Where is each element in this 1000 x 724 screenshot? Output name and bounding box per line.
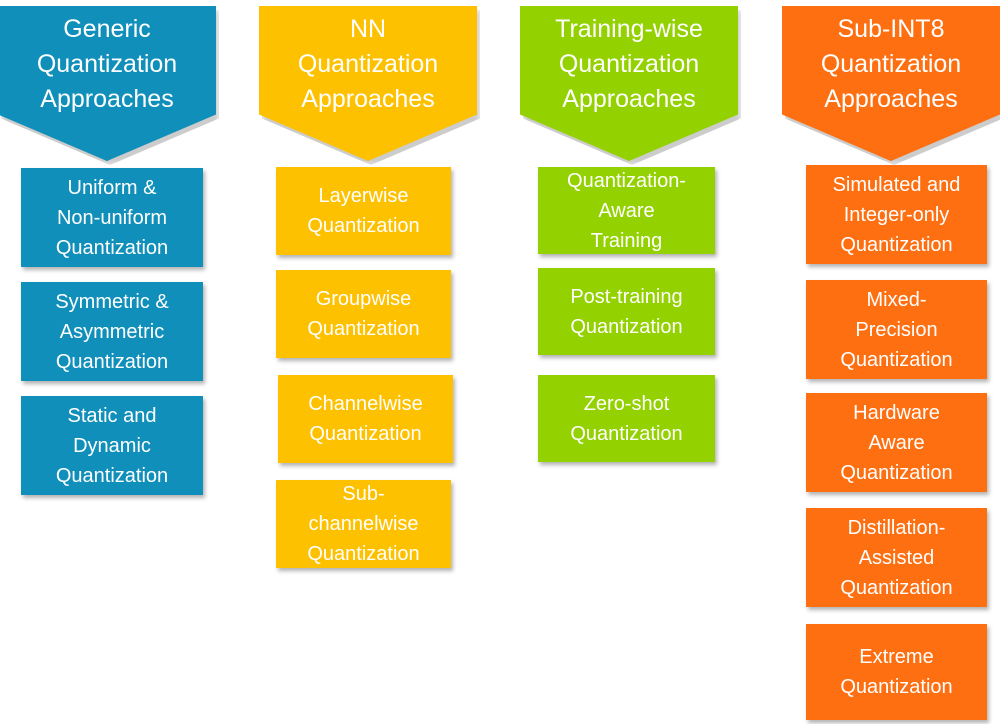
node-subint8-extreme-label: Extreme Quantization xyxy=(840,646,953,698)
header-subint8: Sub-INT8 Quantization Approaches xyxy=(782,6,1000,161)
header-nn: NN Quantization Approaches xyxy=(259,6,477,161)
header-generic-label: Generic Quantization Approaches xyxy=(36,15,178,113)
node-nn-subchannelwise-label: Sub- channelwise Quantization xyxy=(307,483,420,565)
node-training-qat: Quantization- Aware Training xyxy=(538,167,715,254)
node-training-ptq-label: Post-training Quantization xyxy=(570,285,683,338)
node-subint8-simulated-label: Simulated and Integer-only Quantization xyxy=(832,173,961,256)
node-nn-groupwise: Groupwise Quantization xyxy=(276,270,451,358)
node-subint8-extreme: Extreme Quantization xyxy=(806,624,987,720)
header-training-label: Training-wise Quantization Approaches xyxy=(555,15,703,113)
node-nn-channelwise: Channelwise Quantization xyxy=(278,375,453,463)
node-generic-uniform-label: Uniform & Non-uniform Quantization xyxy=(55,176,169,259)
header-generic: Generic Quantization Approaches xyxy=(0,6,216,161)
node-generic-static-label: Static and Dynamic Quantization xyxy=(55,404,169,487)
node-generic-static: Static and Dynamic Quantization xyxy=(21,396,203,495)
node-nn-layerwise-label: Layerwise Quantization xyxy=(307,185,420,237)
header-training: Training-wise Quantization Approaches xyxy=(520,6,738,161)
node-training-qat-label: Quantization- Aware Training xyxy=(567,169,686,252)
node-subint8-mixed: Mixed- Precision Quantization xyxy=(806,280,987,379)
node-training-ptq: Post-training Quantization xyxy=(538,268,715,355)
node-subint8-simulated: Simulated and Integer-only Quantization xyxy=(806,165,987,264)
node-training-zeroshot: Zero-shot Quantization xyxy=(538,375,715,462)
node-subint8-hardware-label: Hardware Aware Quantization xyxy=(840,401,953,484)
node-subint8-mixed-label: Mixed- Precision Quantization xyxy=(840,288,953,371)
node-nn-layerwise: Layerwise Quantization xyxy=(276,167,451,255)
node-subint8-distillation-label: Distillation- Assisted Quantization xyxy=(840,516,953,599)
node-generic-symmetric: Symmetric & Asymmetric Quantization xyxy=(21,282,203,381)
node-training-zeroshot-label: Zero-shot Quantization xyxy=(570,392,683,445)
node-nn-subchannelwise: Sub- channelwise Quantization xyxy=(276,480,451,568)
node-generic-uniform: Uniform & Non-uniform Quantization xyxy=(21,168,203,267)
node-generic-symmetric-label: Symmetric & Asymmetric Quantization xyxy=(55,290,169,373)
header-nn-label: NN Quantization Approaches xyxy=(297,15,439,113)
node-subint8-hardware: Hardware Aware Quantization xyxy=(806,393,987,492)
node-nn-channelwise-label: Channelwise Quantization xyxy=(308,393,423,445)
header-subint8-label: Sub-INT8 Quantization Approaches xyxy=(820,15,962,113)
node-nn-groupwise-label: Groupwise Quantization xyxy=(307,288,420,340)
node-subint8-distillation: Distillation- Assisted Quantization xyxy=(806,508,987,607)
